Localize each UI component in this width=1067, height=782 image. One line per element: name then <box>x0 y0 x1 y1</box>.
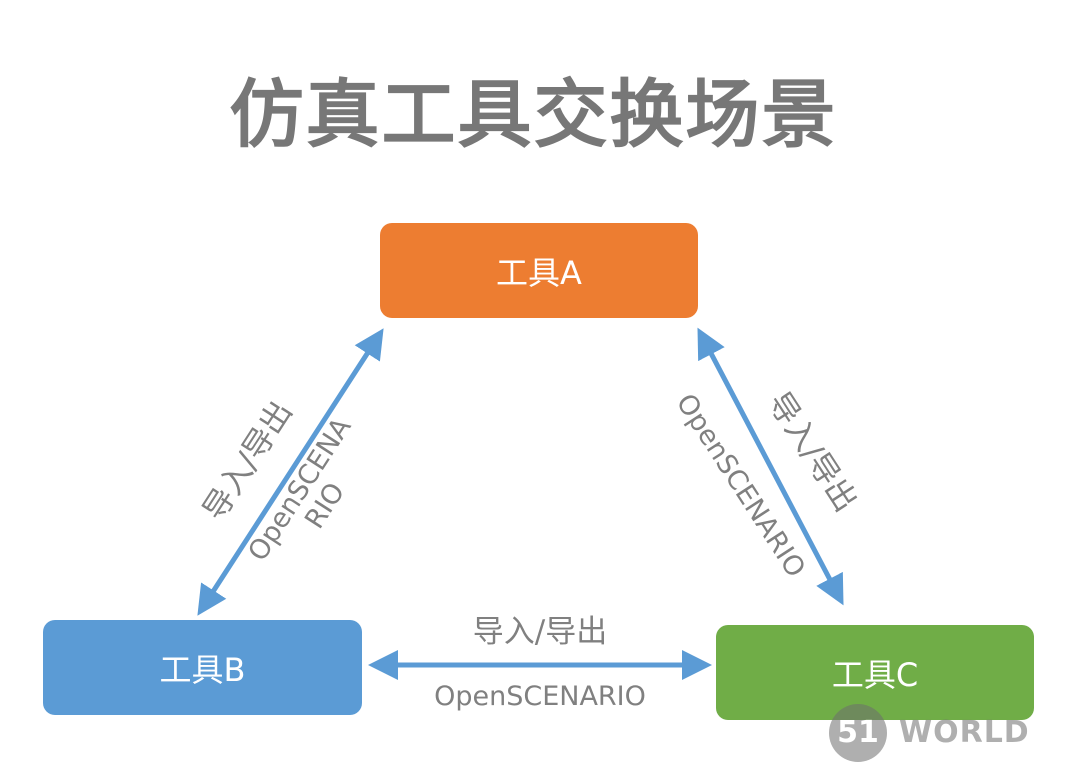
bc-format-label: OpenSCENARIO <box>434 681 646 712</box>
tool-c-node: 工具C <box>716 625 1034 720</box>
arrow-a-b <box>197 328 384 616</box>
tool-c-label: 工具C <box>831 655 919 694</box>
page-title: 仿真工具交换场景 <box>229 72 838 158</box>
tool-b-label: 工具B <box>159 650 246 689</box>
bc-action-label: 导入/导出 <box>472 614 608 650</box>
tool-b-node: 工具B <box>43 620 362 715</box>
logo-mark: 51 <box>829 704 887 762</box>
51world-logo: 51 WORLD <box>829 704 1029 764</box>
arrow-a-c <box>697 327 844 606</box>
tool-a-label: 工具A <box>496 253 582 292</box>
logo-text: WORLD <box>899 715 1030 750</box>
tool-a-node: 工具A <box>380 223 698 318</box>
